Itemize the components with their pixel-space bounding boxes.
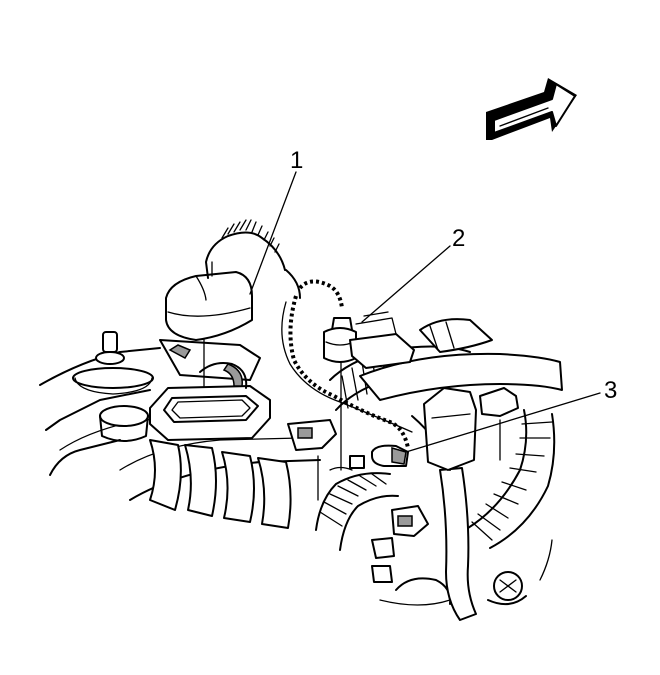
callout-2: 2 (452, 225, 465, 252)
leader-line-3 (405, 392, 601, 453)
leader-line-1 (249, 171, 297, 295)
leader-line-2 (361, 245, 451, 323)
intake-manifold-area (39, 331, 321, 529)
lower-engine-components (287, 387, 556, 621)
component-1-cover (165, 219, 286, 341)
callout-3: 3 (604, 377, 617, 404)
component-3-connector (371, 444, 409, 467)
component-2-connector (323, 311, 415, 369)
air-tube (359, 318, 563, 401)
forward-direction-arrow-icon (486, 78, 577, 140)
component-1-mounting-base (149, 362, 271, 441)
callout-1: 1 (290, 147, 303, 174)
